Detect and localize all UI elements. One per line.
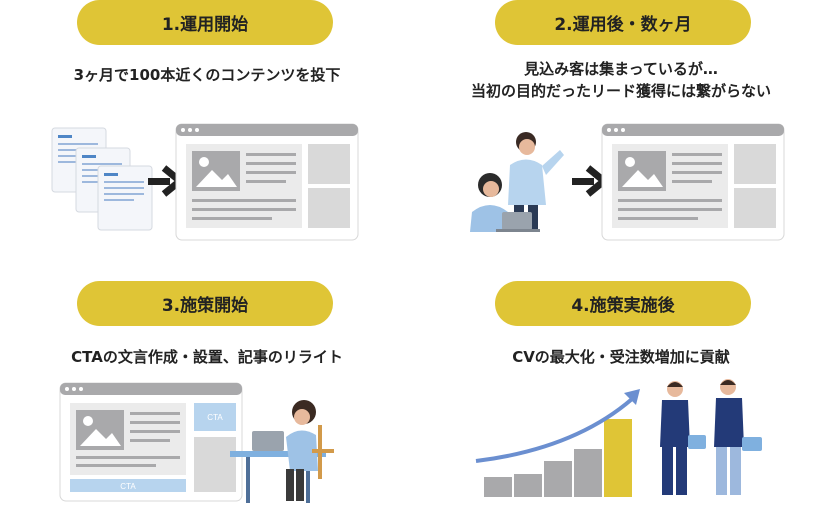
growth-bar — [544, 461, 572, 497]
laptop-icon — [496, 212, 540, 232]
growth-arrow-line — [475, 397, 634, 463]
step-2-caption-line-2: 当初の目的だったリード獲得には繋がらない — [470, 82, 771, 100]
step-3-panel: 3.施策開始 CTAの文言作成・設置、記事のリライト CTA CTA — [0, 259, 414, 518]
step-4-panel: 4.施策実施後 CVの最大化・受注数増加に貢献 — [414, 259, 828, 518]
bar-growth-icon — [484, 419, 632, 497]
cta-bar-label: CTA — [120, 482, 136, 491]
browser-window-icon: CTA CTA — [59, 382, 243, 502]
image-placeholder-icon — [192, 151, 240, 191]
step-2-illustration — [470, 123, 785, 241]
arrow-right-icon — [572, 165, 610, 197]
step-4-caption-line-1: CVの最大化・受注数増加に貢献 — [512, 348, 730, 366]
browser-window-icon — [601, 123, 785, 241]
step-4-title: 4.施策実施後 — [495, 281, 751, 326]
growth-bar — [514, 474, 542, 497]
growth-arrow-head — [624, 389, 640, 405]
step-3-illustration: CTA CTA — [59, 382, 334, 503]
step-3-caption-line-1: CTAの文言作成・設置、記事のリライト — [71, 348, 343, 366]
step-1-illustration — [51, 123, 359, 241]
step-1-caption: 3ヶ月で100本近くのコンテンツを投下 — [0, 64, 414, 86]
step-1-title: 1.運用開始 — [77, 0, 333, 45]
image-placeholder-icon — [618, 151, 666, 191]
growth-bar — [574, 449, 602, 497]
step-2-panel: 2.運用後・数ヶ月 見込み客は集まっているが… 当初の目的だったリード獲得には繋… — [414, 0, 828, 259]
people-icon — [230, 400, 334, 503]
step-3-title: 3.施策開始 — [77, 281, 333, 326]
step-4-illustration — [475, 379, 762, 497]
cta-box — [194, 403, 236, 431]
growth-bar — [484, 477, 512, 497]
step-1-caption-line-1: 3ヶ月で100本近くのコンテンツを投下 — [73, 66, 341, 84]
step-2-caption-line-1: 見込み客は集まっているが… — [524, 60, 718, 78]
step-2-caption: 見込み客は集まっているが… 当初の目的だったリード獲得には繋がらない — [414, 58, 828, 102]
step-1-panel: 1.運用開始 3ヶ月で100本近くのコンテンツを投下 — [0, 0, 414, 259]
cta-bar — [70, 479, 186, 492]
handshake-icon — [660, 379, 762, 495]
browser-window-icon — [175, 123, 359, 241]
arrow-right-icon — [148, 165, 186, 197]
cta-box-label: CTA — [207, 413, 223, 422]
step-4-caption: CVの最大化・受注数増加に貢献 — [414, 346, 828, 368]
image-placeholder-icon — [76, 410, 124, 450]
laptop-icon — [252, 431, 284, 451]
document-icon — [97, 165, 153, 231]
growth-bar — [604, 419, 632, 497]
step-2-title: 2.運用後・数ヶ月 — [495, 0, 751, 45]
step-3-caption: CTAの文言作成・設置、記事のリライト — [0, 346, 414, 368]
